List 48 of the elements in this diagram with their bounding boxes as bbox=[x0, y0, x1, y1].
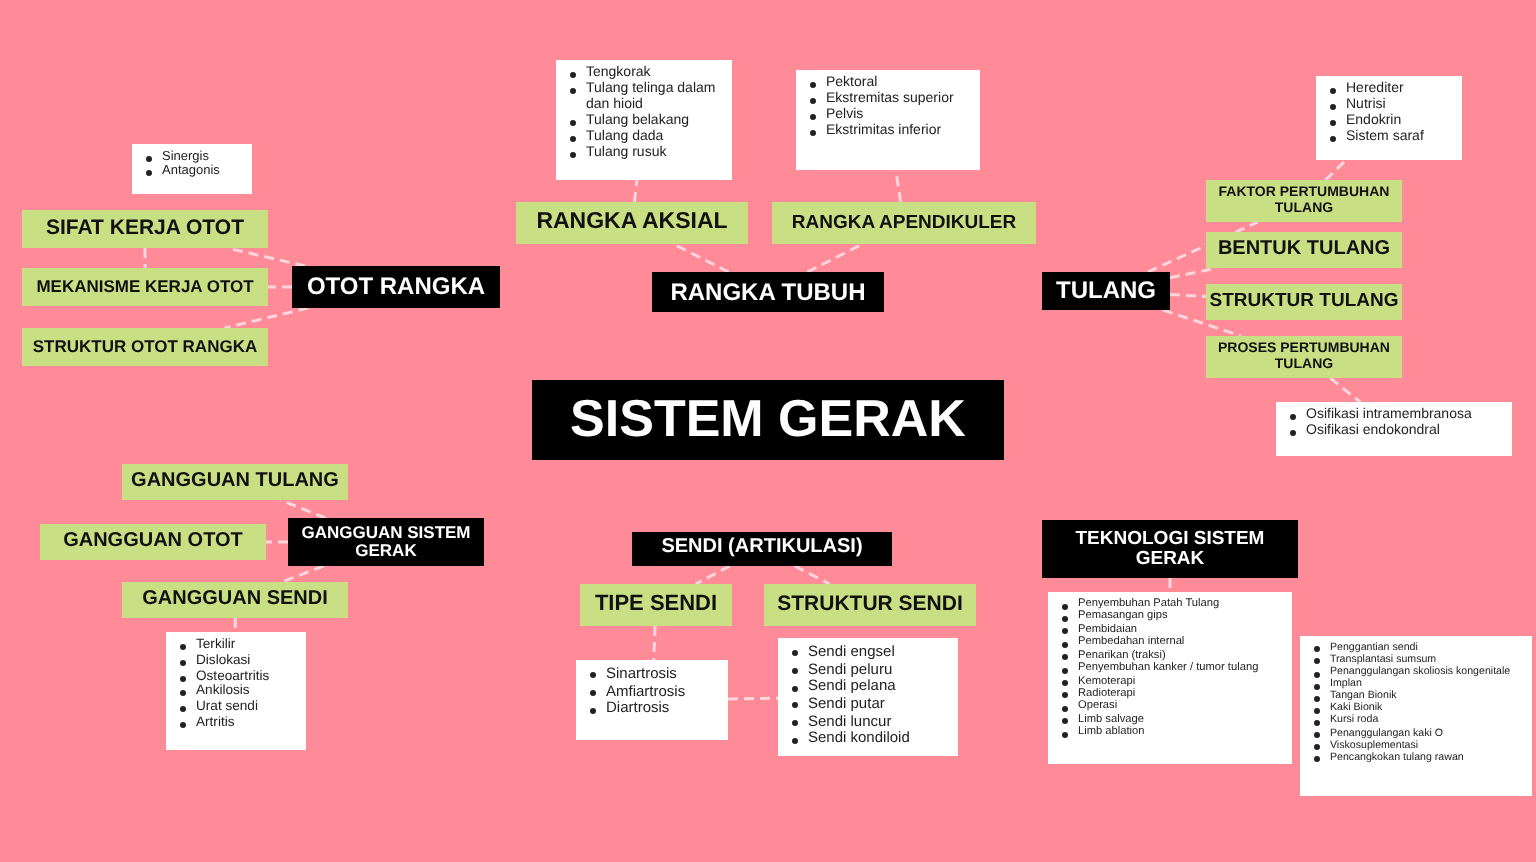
list-card bbox=[132, 144, 252, 194]
connector-line bbox=[279, 498, 327, 520]
connector-line bbox=[1168, 578, 1172, 592]
connector-line bbox=[1169, 293, 1207, 299]
subtopic-box: STRUKTUR SENDI bbox=[764, 584, 976, 626]
connector-line bbox=[233, 618, 237, 632]
connector-line bbox=[672, 242, 730, 274]
connector-line bbox=[1162, 308, 1242, 338]
connector-line bbox=[695, 564, 731, 586]
topic-box: SISTEM GERAK bbox=[532, 380, 1004, 460]
connector-line bbox=[143, 248, 147, 268]
subtopic-box: GANGGUAN TULANG bbox=[122, 464, 348, 500]
connector-line bbox=[652, 625, 657, 661]
connector-line bbox=[727, 696, 779, 701]
connector-line bbox=[224, 306, 309, 330]
topic-box: RANGKA TUBUH bbox=[652, 272, 884, 312]
topic-box: OTOT RANGKA bbox=[292, 266, 500, 308]
connector-line bbox=[632, 179, 639, 203]
list-card bbox=[1048, 592, 1292, 764]
subtopic-box: TIPE SENDI bbox=[580, 584, 732, 626]
subtopic-box: GANGGUAN OTOT bbox=[40, 524, 266, 560]
topic-box: TEKNOLOGI SISTEM GERAK bbox=[1042, 520, 1298, 578]
subtopic-box: STRUKTUR TULANG bbox=[1206, 284, 1402, 320]
subtopic-box: SIFAT KERJA OTOT bbox=[22, 210, 268, 248]
subtopic-box: RANGKA AKSIAL bbox=[516, 202, 748, 244]
subtopic-box: STRUKTUR OTOT RANGKA bbox=[22, 328, 268, 366]
list-card bbox=[166, 632, 306, 750]
connector-line bbox=[1324, 158, 1348, 182]
connector-line bbox=[1329, 376, 1362, 404]
subtopic-box: MEKANISME KERJA OTOT bbox=[22, 268, 268, 306]
connector-line bbox=[806, 242, 864, 274]
subtopic-box: BENTUK TULANG bbox=[1206, 232, 1402, 268]
connector-line bbox=[266, 540, 288, 544]
connector-line bbox=[794, 564, 831, 586]
list-card bbox=[576, 660, 728, 740]
list-card bbox=[796, 70, 980, 170]
topic-box: GANGGUAN SISTEM GERAK bbox=[288, 518, 484, 566]
list-card bbox=[1300, 636, 1532, 796]
subtopic-box: GANGGUAN SENDI bbox=[122, 582, 348, 618]
subtopic-box: RANGKA APENDIKULER bbox=[772, 202, 1036, 244]
list-card bbox=[1316, 76, 1462, 160]
topic-box: TULANG bbox=[1042, 272, 1170, 310]
connector-line bbox=[268, 285, 292, 289]
list-card bbox=[556, 60, 732, 180]
topic-box: SENDI (ARTIKULASI) bbox=[632, 532, 892, 566]
list-card bbox=[778, 638, 958, 756]
list-card bbox=[1276, 402, 1512, 456]
connector-line bbox=[281, 564, 325, 584]
